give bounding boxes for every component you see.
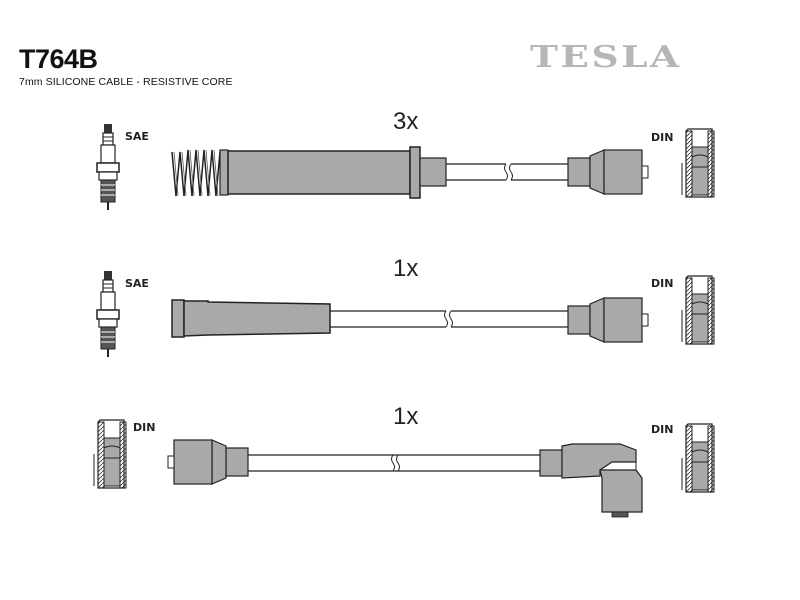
cable-2-quantity: 1x	[393, 255, 419, 282]
cable-2-left-terminal-label: SAE	[125, 277, 149, 290]
cable-2-right-boot	[567, 297, 649, 343]
part-number-title: T764B	[19, 44, 98, 74]
cable-3-left-terminal-label: DIN	[133, 421, 156, 434]
cable-3	[93, 419, 715, 518]
cable-1-right-terminal-label: DIN	[651, 131, 674, 144]
cable-2-right-terminal-label: DIN	[651, 277, 674, 290]
cable-3-left-boot	[167, 439, 249, 485]
cable-2-din-cap-icon	[681, 275, 715, 345]
cable-3-right-din-cap-icon	[681, 423, 715, 493]
cable-2	[96, 270, 715, 358]
cable-3-left-din-cap-icon	[93, 419, 127, 489]
cable-1-spark-plug-icon	[96, 123, 120, 211]
cable-1-quantity: 3x	[393, 108, 419, 135]
cable-2-left-boot	[183, 300, 331, 337]
cable-3-right-boot	[539, 443, 643, 518]
cable-1	[96, 123, 715, 211]
cable-description: 7mm SILICONE CABLE - RESISTIVE CORE	[19, 76, 233, 88]
cable-3-quantity: 1x	[393, 403, 419, 430]
cable-1-din-cap-icon	[681, 128, 715, 198]
cable-1-left-terminal-label: SAE	[125, 130, 149, 143]
cable-1-left-boot	[227, 150, 411, 195]
cable-1-right-boot	[567, 149, 649, 195]
cable-2-spark-plug-icon	[96, 270, 120, 358]
brand-logo: TESLA	[530, 40, 682, 75]
cable-1-spring-icon	[171, 149, 221, 197]
cable-3-right-terminal-label: DIN	[651, 423, 674, 436]
